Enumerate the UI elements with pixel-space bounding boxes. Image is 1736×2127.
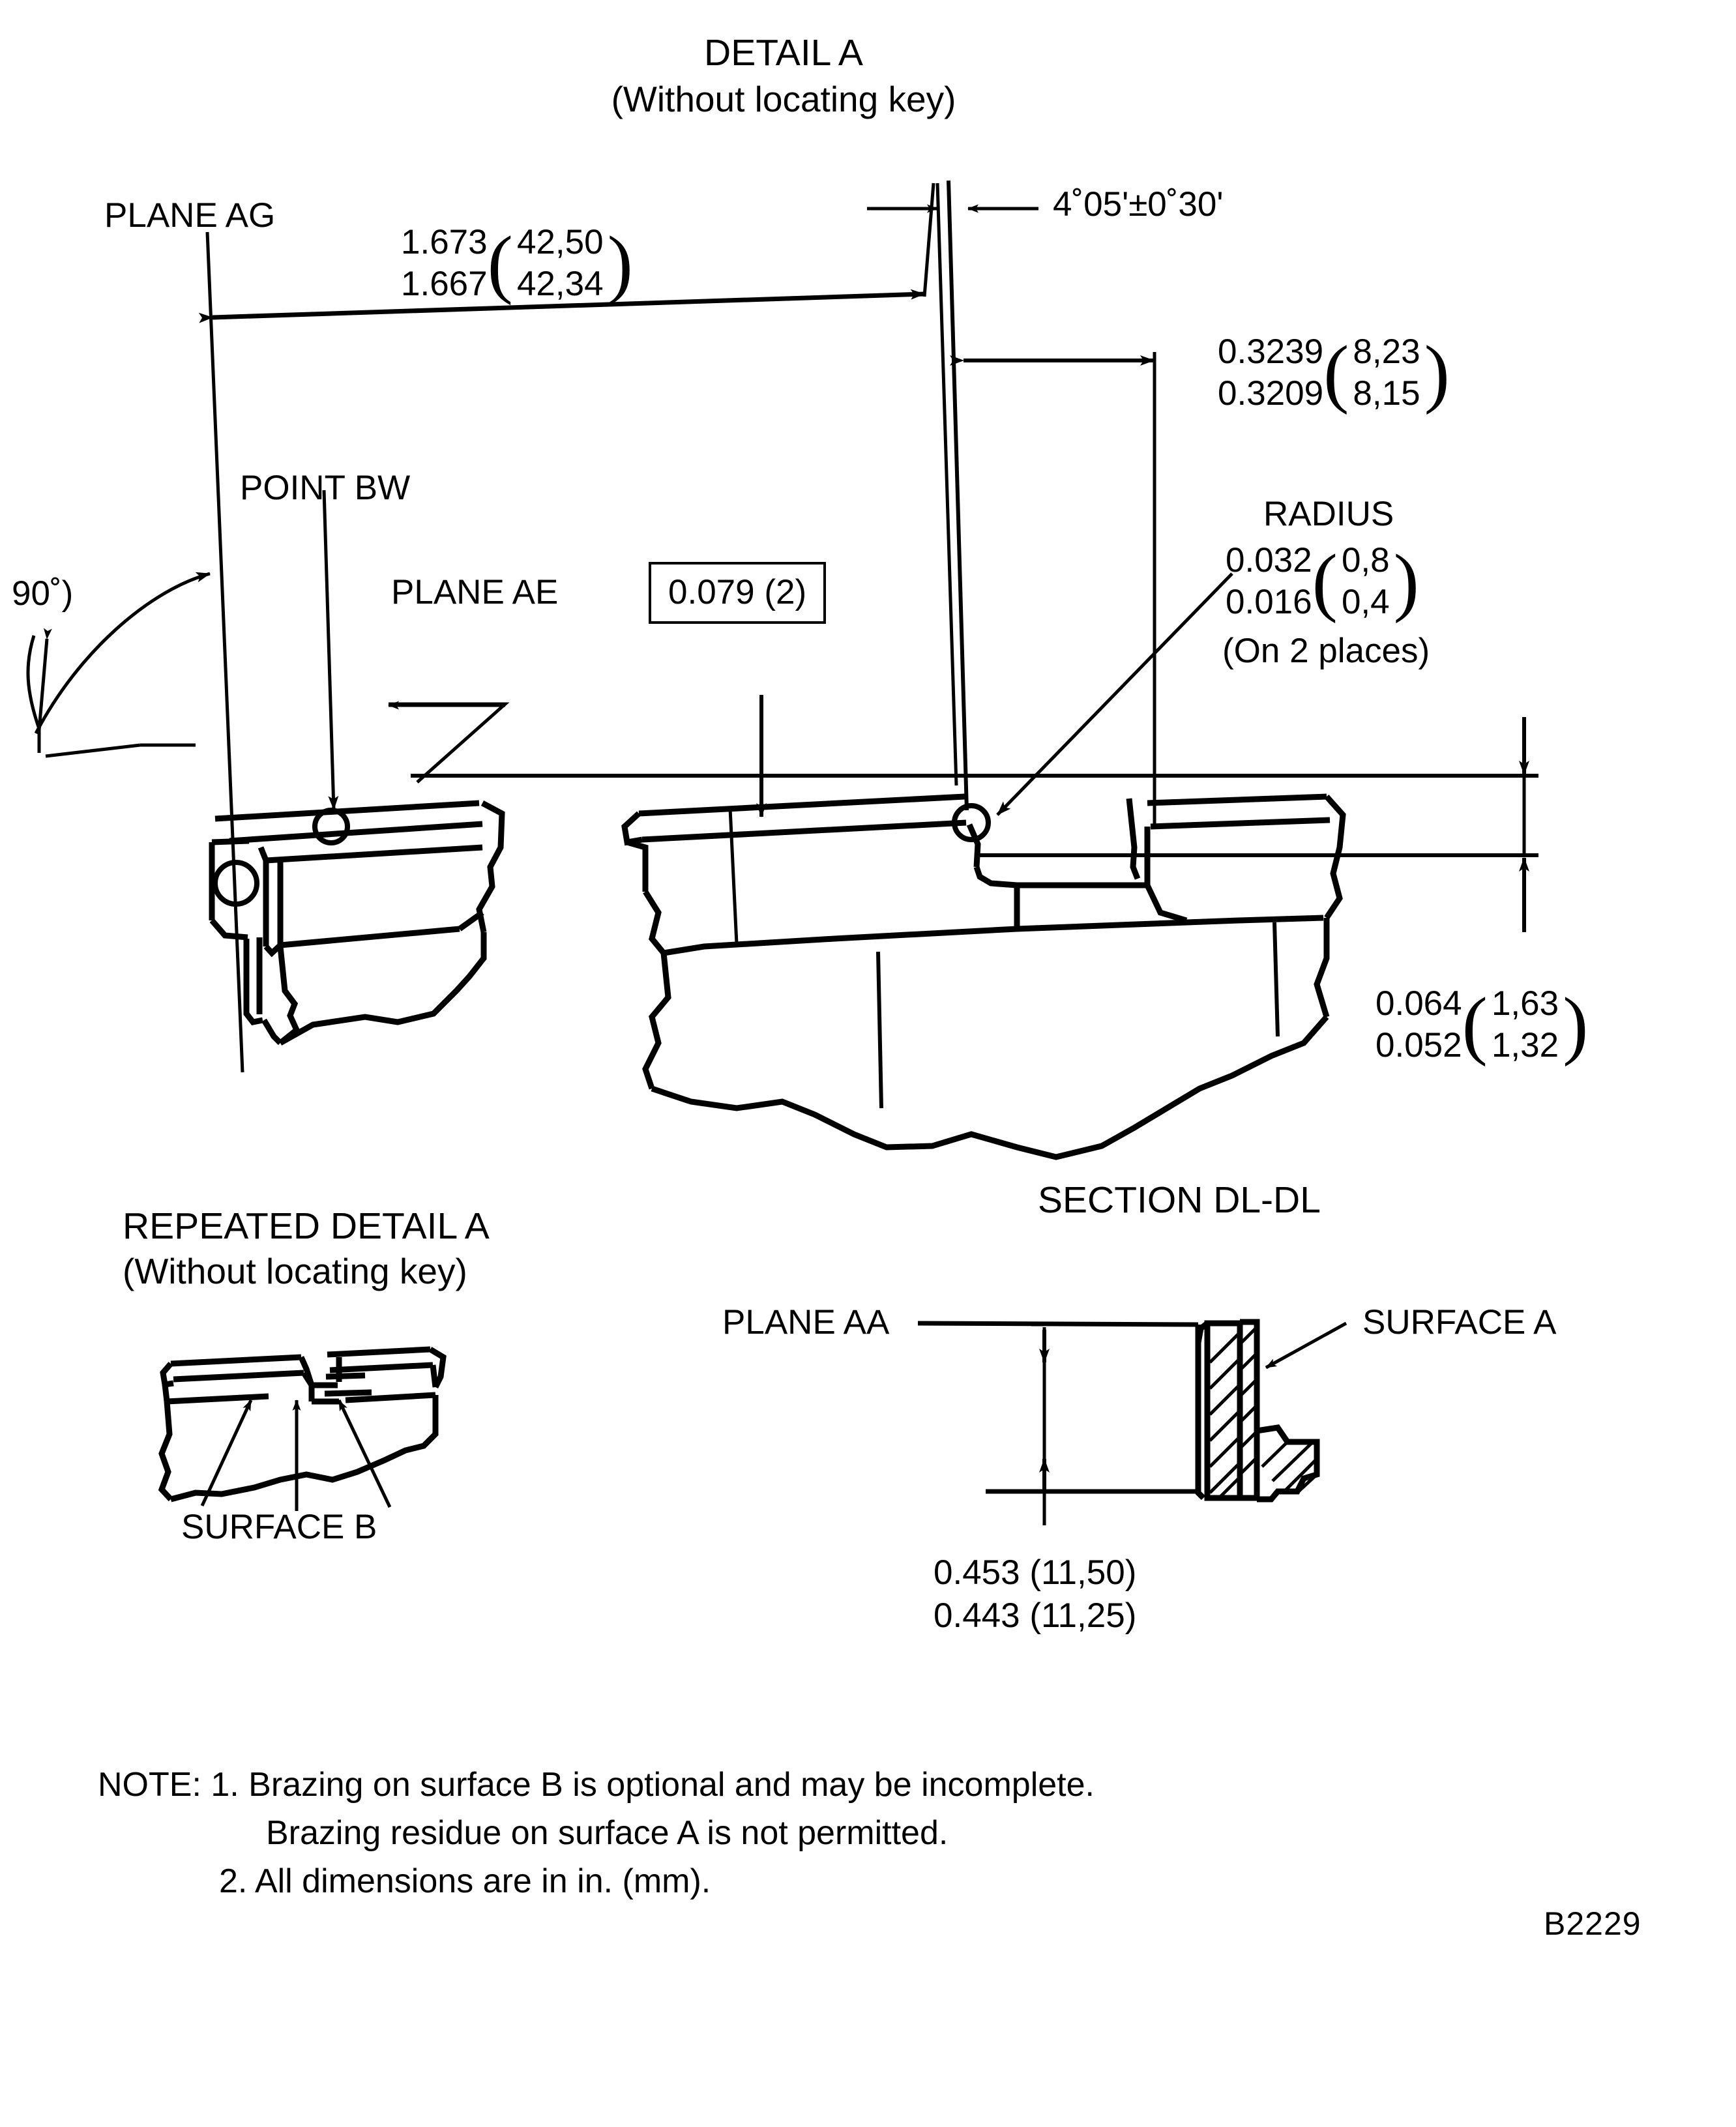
width-in-lower: 1.667 xyxy=(401,264,488,303)
radius-mm-upper: 0,8 xyxy=(1341,541,1390,579)
angle-90-arc-upper xyxy=(34,572,211,735)
figure-id-label: B2229 xyxy=(1544,1905,1641,1942)
height-in-lower: 0.052 xyxy=(1376,1025,1462,1064)
slot-mm-lower: 8,15 xyxy=(1353,374,1420,413)
width-in-upper: 1.673 xyxy=(401,223,488,261)
radius-places-note: (On 2 places) xyxy=(1222,632,1430,670)
detail-a-subtitle: (Without locating key) xyxy=(611,79,956,119)
plane-ae-label: PLANE AE xyxy=(391,573,559,611)
paren-close-icon: ) xyxy=(1393,538,1419,624)
height-mm-lower: 1,32 xyxy=(1491,1025,1559,1064)
point-bw-leader xyxy=(322,490,339,810)
note-line-3: 2. All dimensions are in in. (mm). xyxy=(219,1862,711,1900)
surface-a-label: SURFACE A xyxy=(1362,1303,1557,1342)
angle-90-baseline-left xyxy=(45,743,141,758)
paren-close-icon: ) xyxy=(607,220,633,306)
radius-value: 0.032 0.016 ( 0,8 0,4 ) xyxy=(1226,540,1419,623)
paren-open-icon: ( xyxy=(487,220,513,306)
slot-width-value: 0.3239 0.3209 ( 8,23 8,15 ) xyxy=(1218,331,1450,414)
taper-angle-label: 4˚05'±0˚30' xyxy=(1053,185,1224,224)
paren-open-icon: ( xyxy=(1312,538,1338,624)
section-dldl-title: SECTION DL-DL xyxy=(1038,1179,1321,1221)
width-dimension-value: 1.673 1.667 ( 42,50 42,34 ) xyxy=(401,222,633,304)
radius-leader xyxy=(996,572,1233,816)
detail-a-right-part xyxy=(621,793,1346,1160)
repeated-detail-part xyxy=(158,1346,447,1511)
point-bw-label: POINT BW xyxy=(240,469,411,507)
height-dimension-value: 0.064 0.052 ( 1,63 1,32 ) xyxy=(1376,983,1588,1066)
plane-ae-leader xyxy=(389,702,510,784)
plane-aa-label: PLANE AA xyxy=(722,1303,890,1342)
radius-title-label: RADIUS xyxy=(1263,495,1394,533)
section-dldl-dim-lower: 0.443 (11,25) xyxy=(934,1596,1137,1635)
slot-left-wall-inner xyxy=(935,183,958,786)
slot-in-lower: 0.3209 xyxy=(1218,374,1324,413)
width-dimension-line xyxy=(198,289,925,323)
repeated-detail-subtitle: (Without locating key) xyxy=(123,1251,467,1291)
repeated-detail-title: REPEATED DETAIL A xyxy=(123,1205,490,1247)
radius-mm-lower: 0,4 xyxy=(1341,582,1390,621)
flatness-callout-box: 0.079 (2) xyxy=(649,562,827,624)
paren-close-icon: ) xyxy=(1424,329,1450,415)
paren-open-icon: ( xyxy=(1323,329,1349,415)
angle-90-arc-tail xyxy=(26,635,41,729)
height-mm-upper: 1,63 xyxy=(1491,984,1559,1023)
note-line-1: NOTE: 1. Brazing on surface B is optiona… xyxy=(98,1766,1095,1804)
width-dim-right-extension xyxy=(922,183,935,297)
angle-90-leader-down xyxy=(37,628,52,731)
slot-left-wall xyxy=(947,180,969,811)
width-mm-upper: 42,50 xyxy=(516,223,604,261)
detail-a-left-part xyxy=(209,800,505,1046)
section-dldl-art xyxy=(917,1319,1347,1525)
angle-90-label: 90˚) xyxy=(12,574,74,613)
height-in-upper: 0.064 xyxy=(1376,984,1462,1023)
width-mm-lower: 42,34 xyxy=(516,264,604,303)
paren-close-icon: ) xyxy=(1563,981,1589,1067)
radius-in-upper: 0.032 xyxy=(1226,541,1312,579)
detail-a-title: DETAIL A xyxy=(704,32,863,74)
surface-b-label: SURFACE B xyxy=(181,1508,377,1546)
paren-open-icon: ( xyxy=(1462,981,1488,1067)
note-line-2: Brazing residue on surface A is not perm… xyxy=(266,1814,949,1852)
slot-mm-upper: 8,23 xyxy=(1353,332,1420,371)
plane-ag-label: PLANE AG xyxy=(104,196,276,235)
slot-in-upper: 0.3239 xyxy=(1218,332,1324,371)
section-dldl-dim-upper: 0.453 (11,50) xyxy=(934,1553,1137,1592)
plane-ag-extension-line xyxy=(205,231,244,1073)
radius-in-lower: 0.016 xyxy=(1226,582,1312,621)
